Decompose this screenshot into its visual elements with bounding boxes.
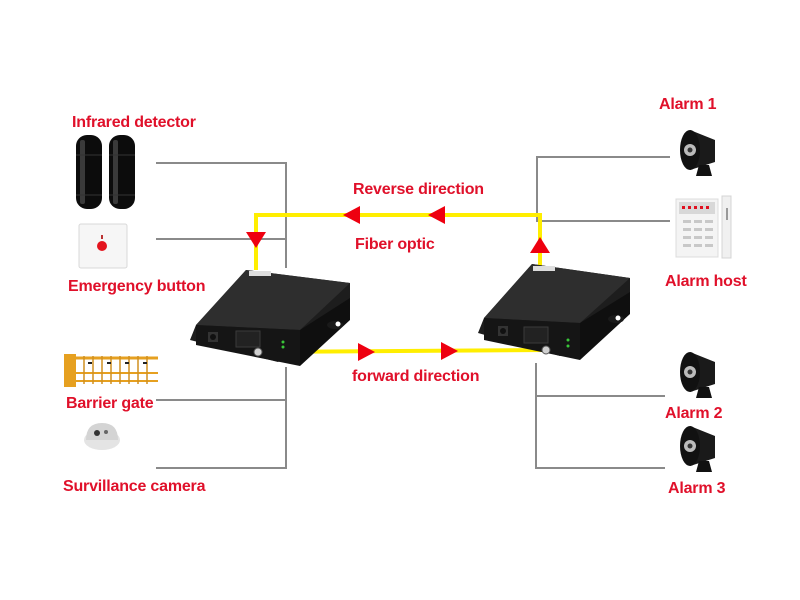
left-wires	[156, 162, 287, 469]
label-alarm-1: Alarm 1	[659, 96, 717, 113]
label-survillance-camera: Survillance camera	[63, 478, 206, 495]
emergency-button-icon	[78, 223, 128, 269]
label-alarm-3: Alarm 3	[668, 480, 726, 497]
alarm-host-icon	[675, 195, 732, 259]
converter-left	[190, 270, 350, 366]
siren-icon-alarm3	[680, 426, 715, 472]
wire-infrared	[156, 162, 287, 268]
label-fiber-optic: Fiber optic	[355, 236, 435, 253]
label-forward-direction: forward direction	[352, 368, 480, 385]
right-wires	[535, 156, 670, 469]
arrow-forward-right-1	[358, 343, 375, 361]
dome-camera-icon	[84, 423, 120, 450]
arrow-forward-right-2	[441, 342, 458, 360]
direction-arrows	[246, 206, 550, 361]
arrow-reverse-up	[530, 237, 550, 253]
wire-barrier-camera	[156, 367, 287, 469]
label-barrier-gate: Barrier gate	[66, 395, 154, 412]
label-reverse-direction: Reverse direction	[353, 181, 484, 198]
label-alarm-host: Alarm host	[665, 273, 747, 290]
infrared-detector-icon	[76, 135, 135, 209]
siren-icon-alarm1	[680, 130, 715, 176]
arrow-reverse-left-2	[428, 206, 445, 224]
arrow-reverse-down	[246, 232, 266, 248]
label-emergency-button: Emergency button	[68, 278, 206, 295]
barrier-gate-icon	[64, 354, 158, 387]
wire-alarm1	[536, 156, 670, 222]
label-alarm-2: Alarm 2	[665, 405, 723, 422]
wire-alarm2-3	[535, 363, 665, 469]
converter-right	[478, 264, 630, 360]
label-infrared-detector: Infrared detector	[72, 114, 196, 131]
siren-icon-alarm2	[680, 352, 715, 398]
arrow-reverse-left-1	[343, 206, 360, 224]
